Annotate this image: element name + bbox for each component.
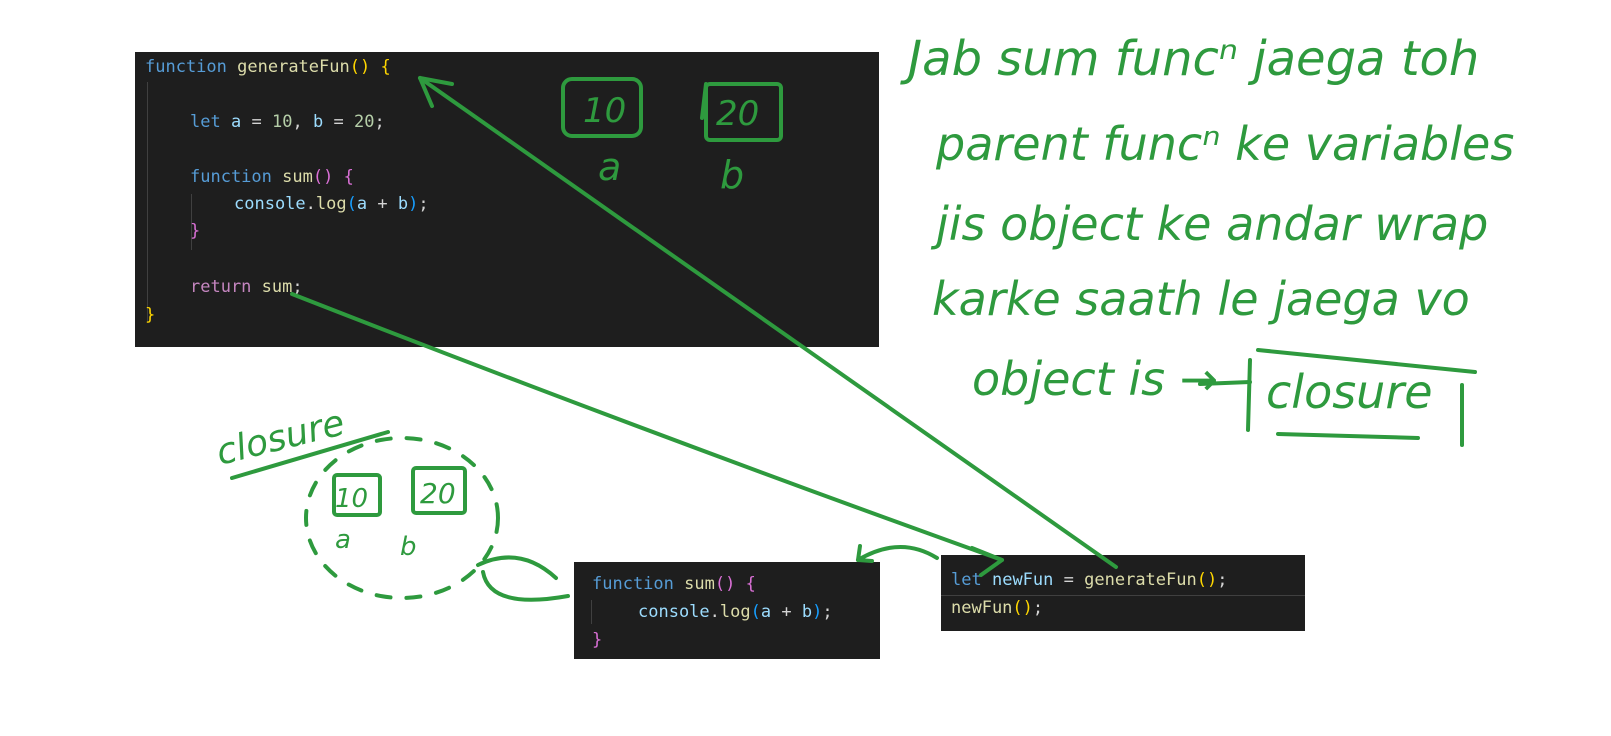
value-box-b-edge (700, 82, 708, 120)
arrow-return-to-newfun (290, 292, 1004, 562)
closure-ellipse (304, 436, 500, 600)
closure-term-underline (1276, 432, 1420, 440)
code-line-3: function sum() { (190, 167, 354, 187)
note-line-2: parent funcⁿ ke variables (935, 117, 1514, 171)
code-line-7: } (145, 305, 156, 325)
box-a-label: a (598, 145, 621, 189)
box-b-label: b (720, 153, 744, 197)
closure-b-value: 20 (420, 477, 456, 510)
code-block-call: let newFun = generateFun(); newFun(); (941, 555, 1305, 631)
closure-term-left-bar (1246, 358, 1252, 432)
closure-box-b (411, 466, 467, 515)
closure-box-a (332, 473, 382, 517)
indent-guide (591, 600, 592, 624)
closure-a-label: a (335, 525, 351, 555)
arrow-closure-to-sum (481, 570, 570, 602)
code-line-1: let newFun = generateFun(); (951, 570, 1228, 590)
code-block-sum: function sum() { console.log(a + b); } (574, 562, 880, 659)
arrow-closure-to-sum-curl (476, 555, 558, 580)
code-line-6: return sum; (190, 277, 303, 297)
code-line-2: console.log(a + b); (638, 602, 833, 622)
indent-guide (191, 194, 192, 250)
code-line-2: let a = 10, b = 20; (190, 112, 385, 132)
value-box-a (561, 77, 643, 138)
closure-term-arrow-line (1198, 380, 1252, 386)
box-a-value: 10 (583, 91, 626, 131)
note-line-1: Jab sum funcⁿ jaega toh (900, 31, 1479, 87)
closure-term-overline (1256, 348, 1477, 374)
arrowhead-icon (856, 544, 874, 563)
code-line-3: } (592, 630, 603, 650)
code-block-generatefun: function generateFun() { let a = 10, b =… (135, 52, 879, 347)
arrow-call-to-sum (856, 545, 939, 562)
arrowhead-icon (970, 546, 1004, 577)
note-line-5-term: closure (1266, 365, 1433, 419)
code-line-2: newFun(); (951, 598, 1044, 618)
code-line-1: function generateFun() { (145, 57, 391, 77)
code-line-1: function sum() { (592, 574, 756, 594)
note-line-4: karke saath le jaega vo (932, 272, 1470, 326)
code-line-5: } (190, 221, 201, 241)
code-line-4: console.log(a + b); (234, 194, 429, 214)
arrowhead-icon (418, 76, 454, 108)
note-line-3: jis object ke andar wrap (930, 197, 1488, 251)
arrow-to-generatefun (418, 76, 1118, 569)
value-box-b (704, 82, 783, 142)
line-separator (941, 595, 1305, 596)
closure-a-value: 10 (335, 484, 368, 514)
indent-guide (147, 82, 148, 322)
closure-b-label: b (400, 532, 417, 562)
box-b-value: 20 (716, 94, 759, 134)
closure-title-underline (230, 430, 390, 480)
note-line-5-prefix: object is → (972, 352, 1218, 406)
